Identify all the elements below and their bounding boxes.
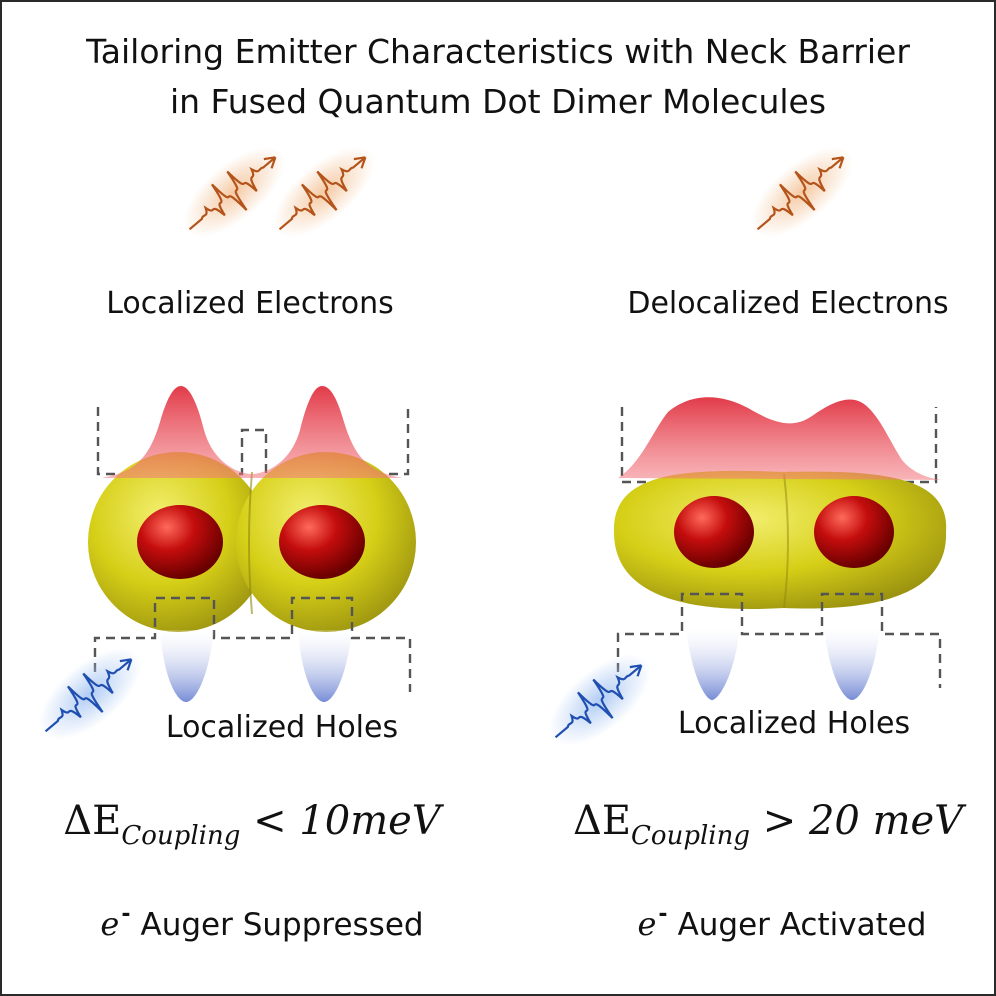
formula-symbol: ΔE bbox=[572, 798, 632, 844]
right-dimer bbox=[613, 397, 947, 700]
auger-text: Auger Suppressed bbox=[140, 907, 424, 943]
left-hole-density bbox=[298, 630, 352, 702]
formula-subscript: Coupling bbox=[631, 821, 750, 851]
auger-text: Auger Activated bbox=[677, 907, 927, 943]
right-hole-density bbox=[686, 628, 740, 700]
excitation-photon-icon bbox=[38, 647, 142, 741]
formula-symbol: ΔE bbox=[63, 798, 122, 844]
emission-photon-icon bbox=[183, 146, 285, 238]
figure-title-line-1: Tailoring Emitter Characteristics with N… bbox=[86, 32, 910, 71]
right-valence-potential bbox=[616, 592, 942, 688]
formula-relation: > 20 meV bbox=[762, 798, 964, 844]
emission-photon-icon bbox=[751, 146, 853, 238]
figure-title-line-2: in Fused Quantum Dot Dimer Molecules bbox=[169, 82, 827, 121]
left-hole-density bbox=[160, 630, 214, 702]
emission-photon-icon bbox=[273, 146, 375, 238]
left-holes-label: Localized Holes bbox=[165, 710, 399, 745]
right-electrons-label: Delocalized Electrons bbox=[627, 286, 949, 321]
left-electrons-label: Localized Electrons bbox=[106, 286, 394, 321]
electron-symbol: e bbox=[637, 905, 657, 943]
left-coupling-formula: ΔECoupling < 10meV bbox=[32, 796, 472, 861]
formula-relation: < 10meV bbox=[253, 798, 441, 844]
left-valence-potential bbox=[93, 596, 412, 692]
charge-symbol: - bbox=[658, 902, 668, 927]
right-hole-density bbox=[824, 628, 880, 700]
right-holes-label: Localized Holes bbox=[677, 706, 911, 741]
right-coupling-formula: ΔECoupling > 20 meV bbox=[548, 796, 988, 861]
electron-symbol: e bbox=[100, 905, 120, 943]
left-electron-density bbox=[102, 386, 402, 478]
left-auger-label: e-Auger Suppressed bbox=[42, 895, 482, 945]
charge-symbol: - bbox=[121, 902, 131, 927]
right-auger-label: e-Auger Activated bbox=[562, 895, 996, 945]
formula-subscript: Coupling bbox=[121, 821, 241, 851]
excitation-photon-icon bbox=[548, 653, 652, 747]
right-electron-density bbox=[618, 397, 942, 480]
left-dimer bbox=[88, 386, 416, 702]
